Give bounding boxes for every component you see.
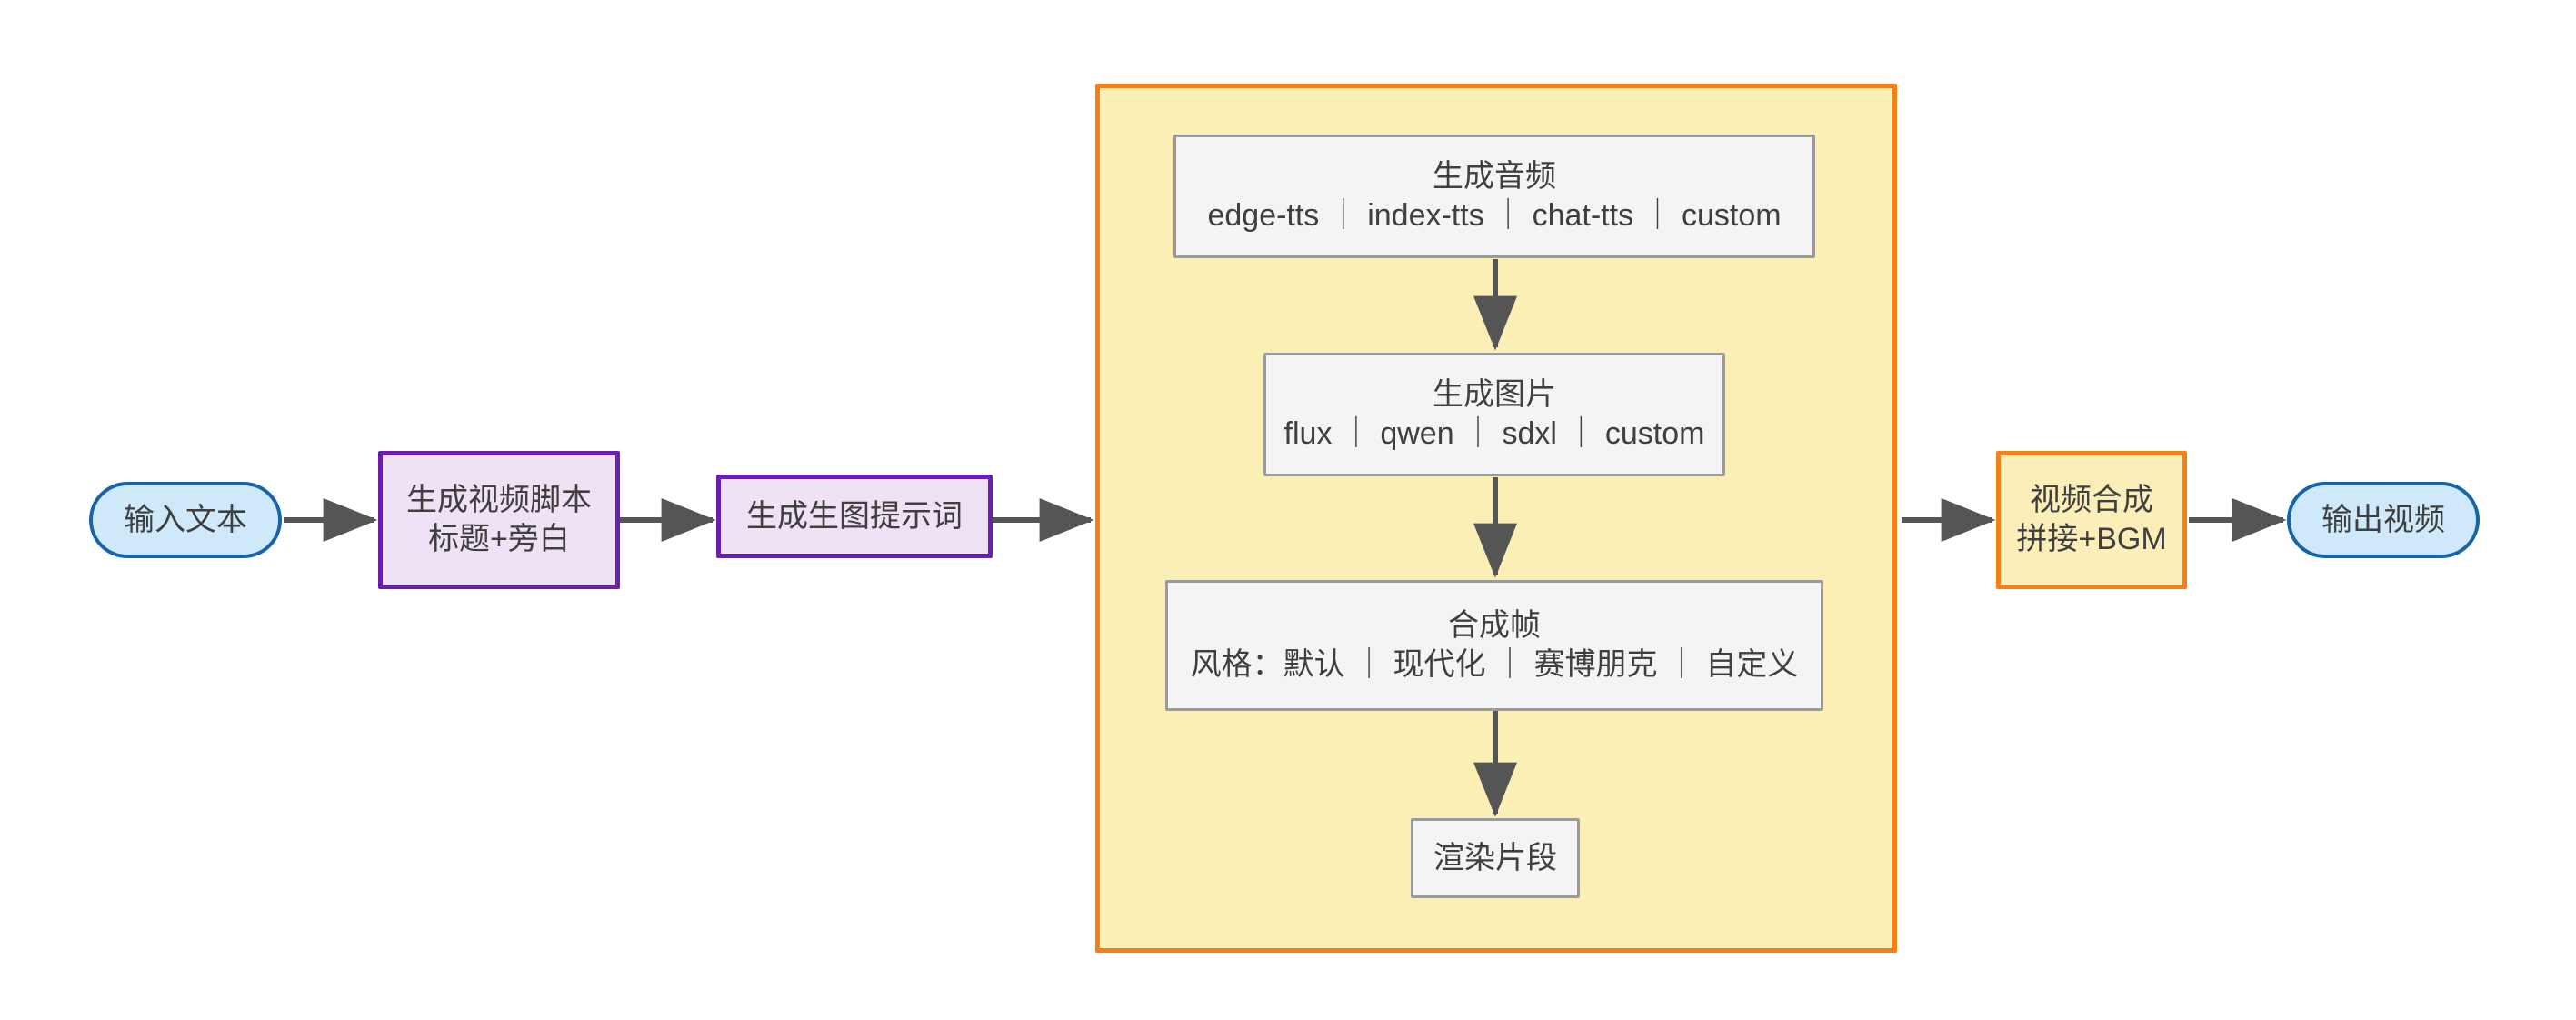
node-output-video-label: 输出视频 [2321, 502, 2445, 537]
node-input-text-label: 输入文本 [124, 502, 247, 537]
node-generate-audio-line1: 生成音频 [1433, 159, 1556, 195]
node-video-merge-line2: 拼接+BGM [2016, 522, 2167, 556]
node-generate-video-script[interactable]: 生成视频脚本 标题+旁白 [378, 451, 620, 589]
node-generate-image-line2: flux ｜ qwen ｜ sdxl ｜ custom [1283, 416, 1705, 451]
node-render-clip-label: 渲染片段 [1433, 840, 1557, 875]
node-generate-image[interactable]: 生成图片 flux ｜ qwen ｜ sdxl ｜ custom [1263, 353, 1725, 476]
node-output-video[interactable]: 输出视频 [2287, 482, 2480, 558]
node-generate-audio[interactable]: 生成音频 edge-tts ｜ index-tts ｜ chat-tts ｜ c… [1173, 135, 1815, 258]
node-compose-frame-line1: 合成帧 [1448, 608, 1541, 644]
node-video-merge[interactable]: 视频合成 拼接+BGM [1996, 451, 2187, 589]
node-video-merge-line1: 视频合成 [2030, 483, 2153, 518]
node-generate-video-script-line1: 生成视频脚本 [406, 483, 592, 518]
node-generate-image-prompt-label: 生成生图提示词 [746, 498, 963, 534]
node-render-clip[interactable]: 渲染片段 [1411, 818, 1580, 898]
node-compose-frame-line2: 风格：默认 ｜ 现代化 ｜ 赛博朋克 ｜ 自定义 [1190, 647, 1799, 682]
node-generate-image-line1: 生成图片 [1433, 377, 1556, 413]
node-input-text[interactable]: 输入文本 [89, 482, 282, 558]
node-compose-frame[interactable]: 合成帧 风格：默认 ｜ 现代化 ｜ 赛博朋克 ｜ 自定义 [1165, 580, 1823, 711]
node-generate-image-prompt[interactable]: 生成生图提示词 [716, 475, 993, 558]
node-generate-audio-line2: edge-tts ｜ index-tts ｜ chat-tts ｜ custom [1207, 198, 1782, 233]
node-generate-video-script-line2: 标题+旁白 [428, 522, 570, 556]
